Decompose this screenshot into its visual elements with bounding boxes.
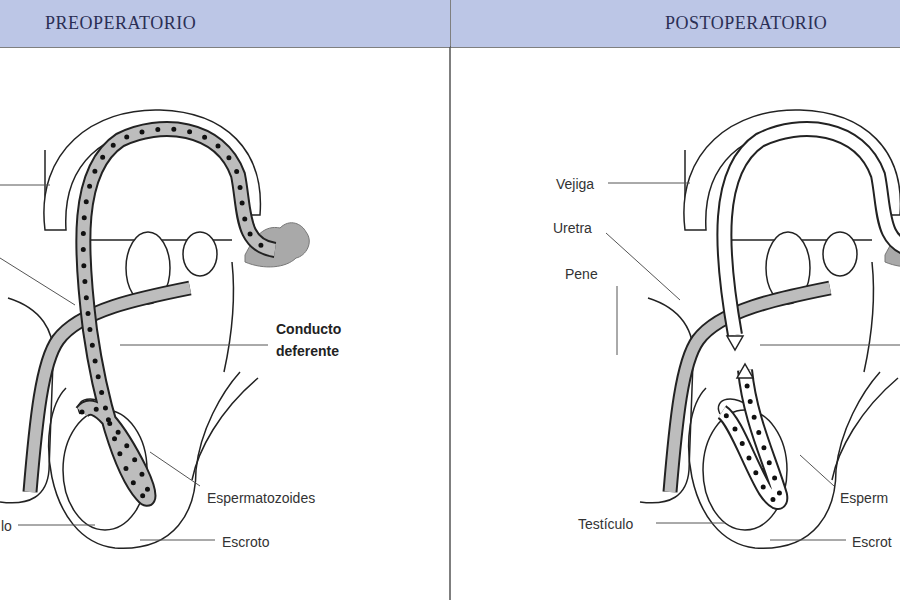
panel-heading: PREOPERATORIO xyxy=(45,0,196,47)
leader-line xyxy=(150,452,200,486)
part-label: lo xyxy=(1,517,12,535)
leader-line xyxy=(617,286,618,355)
part-label: Vejiga xyxy=(556,175,594,193)
leader-line xyxy=(18,525,95,526)
anatomy-base xyxy=(0,110,309,548)
postop-illustration xyxy=(640,110,900,548)
leader-line xyxy=(120,345,268,346)
part-label: Pene xyxy=(565,265,598,283)
header-band: PREOPERATORIO xyxy=(0,0,450,47)
leader-line xyxy=(0,185,50,186)
preop-illustration xyxy=(0,110,309,548)
cut-end xyxy=(727,336,743,350)
panel-heading: POSTOPERATORIO xyxy=(665,0,827,47)
vas-deferens-lower xyxy=(722,370,780,502)
panel-divider xyxy=(449,0,451,600)
anatomy-base xyxy=(640,110,900,548)
part-label: Conducto deferente xyxy=(276,318,371,362)
leader-line xyxy=(0,258,75,305)
vas-deferens xyxy=(82,129,275,499)
leader-line xyxy=(800,455,834,486)
vas-deferens-lower-fill xyxy=(722,370,780,502)
part-label: Escrot xyxy=(852,533,892,551)
part-label: Uretra xyxy=(553,219,592,237)
part-label: Esperm xyxy=(840,489,888,507)
sperm-cells xyxy=(722,370,780,502)
leader-line xyxy=(656,523,725,524)
sperm-cells xyxy=(82,129,275,499)
part-label: Escroto xyxy=(222,533,269,551)
vas-deferens-upper xyxy=(724,129,900,335)
part-label: Testículo xyxy=(578,515,633,533)
vas-deferens-fill xyxy=(82,129,275,499)
leader-line xyxy=(770,540,846,541)
leader-line xyxy=(140,540,215,541)
header-band: POSTOPERATORIO xyxy=(451,0,900,47)
leader-line xyxy=(608,183,690,184)
leader-line xyxy=(760,345,900,346)
part-label: Espermatozoides xyxy=(207,489,315,507)
vas-deferens-upper-fill xyxy=(724,129,900,335)
cut-end xyxy=(737,364,753,378)
